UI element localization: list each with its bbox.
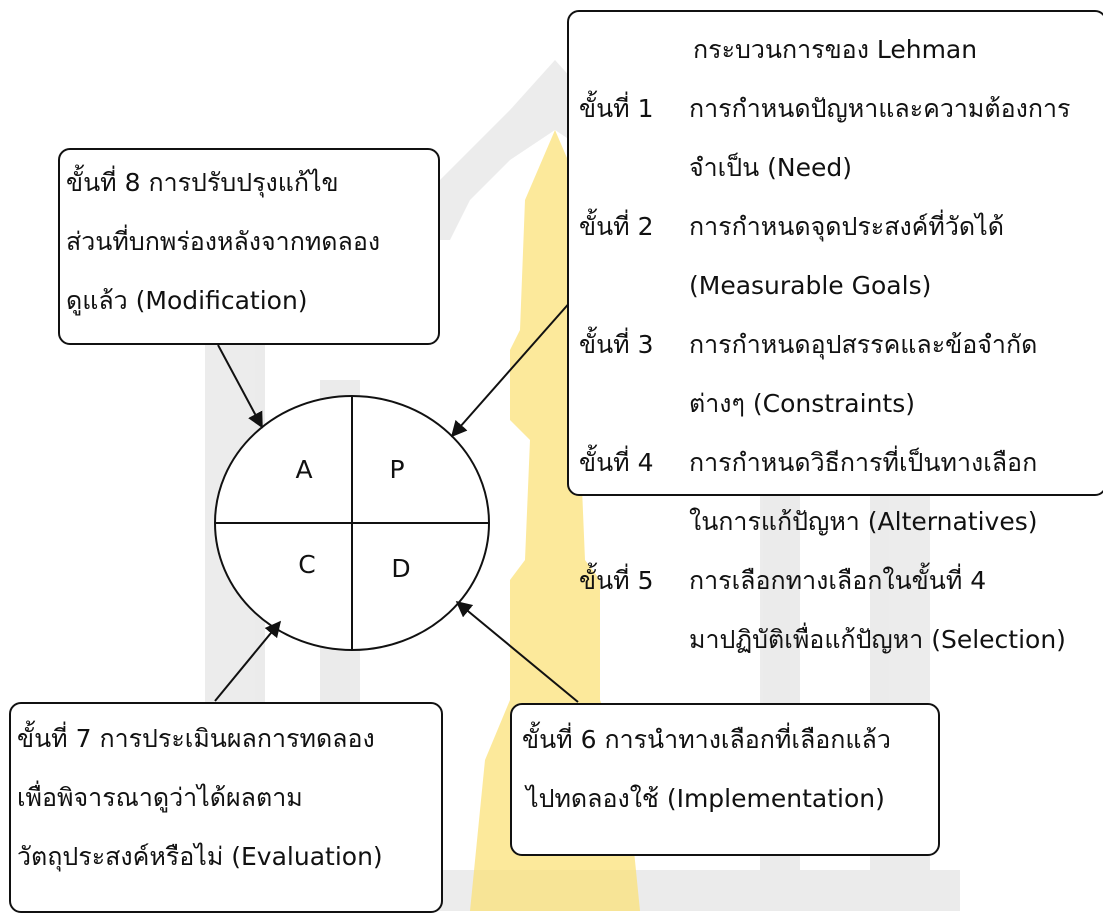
arrow-step8-to-a: [217, 344, 263, 429]
lehman-title: กระบวนการของ Lehman: [693, 35, 978, 64]
step-4-head: ขั้นที่ 4: [579, 448, 654, 477]
step-6-box: ขั้นที่ 6 การนำทางเลือกที่เลือกแล้ว ไปทด…: [510, 703, 940, 856]
quadrant-p-label: P: [389, 455, 405, 484]
step-8-line-1: ขั้นที่ 8 การปรับปรุงแก้ไข: [66, 168, 339, 197]
step-6-line-2: ไปทดลองใช้ (Implementation): [526, 784, 885, 813]
step-5-head: ขั้นที่ 5: [579, 566, 654, 595]
arrow-lehman-to-p: [450, 299, 573, 438]
step-3-line-2: ต่างๆ (Constraints): [689, 389, 916, 418]
step-7-line-3: วัตถุประสงค์หรือไม่ (Evaluation): [17, 842, 383, 871]
quadrant-c-label: C: [298, 550, 316, 579]
step-2-line-2: (Measurable Goals): [689, 271, 932, 300]
step-2-head: ขั้นที่ 2: [579, 212, 654, 241]
step-5-line-2: มาปฏิบัติเพื่อแก้ปัญหา (Selection): [689, 625, 1066, 654]
step-7-box: ขั้นที่ 7 การประเมินผลการทดลอง เพื่อพิจา…: [9, 702, 443, 913]
step-8-box: ขั้นที่ 8 การปรับปรุงแก้ไข ส่วนที่บกพร่อ…: [58, 148, 440, 345]
step-1-head: ขั้นที่ 1: [579, 94, 654, 123]
quadrant-d-label: D: [391, 554, 411, 583]
step-4-line-2: ในการแก้ปัญหา (Alternatives): [689, 507, 1038, 536]
step-7-line-1: ขั้นที่ 7 การประเมินผลการทดลอง: [17, 724, 375, 753]
step-7-line-2: เพื่อพิจารณาดูว่าได้ผลตาม: [17, 783, 303, 812]
step-6-line-1: ขั้นที่ 6 การนำทางเลือกที่เลือกแล้ว: [522, 725, 891, 754]
step-8-line-3: ดูแล้ว (Modification): [66, 286, 308, 315]
arrow-d-to-step6: [455, 600, 579, 703]
step-3-head: ขั้นที่ 3: [579, 330, 654, 359]
arrow-step7-to-c: [214, 620, 282, 702]
step-8-line-2: ส่วนที่บกพร่องหลังจากทดลอง: [66, 227, 381, 256]
quadrant-a-label: A: [295, 455, 313, 484]
step-1-line-2: จำเป็น (Need): [689, 153, 852, 182]
